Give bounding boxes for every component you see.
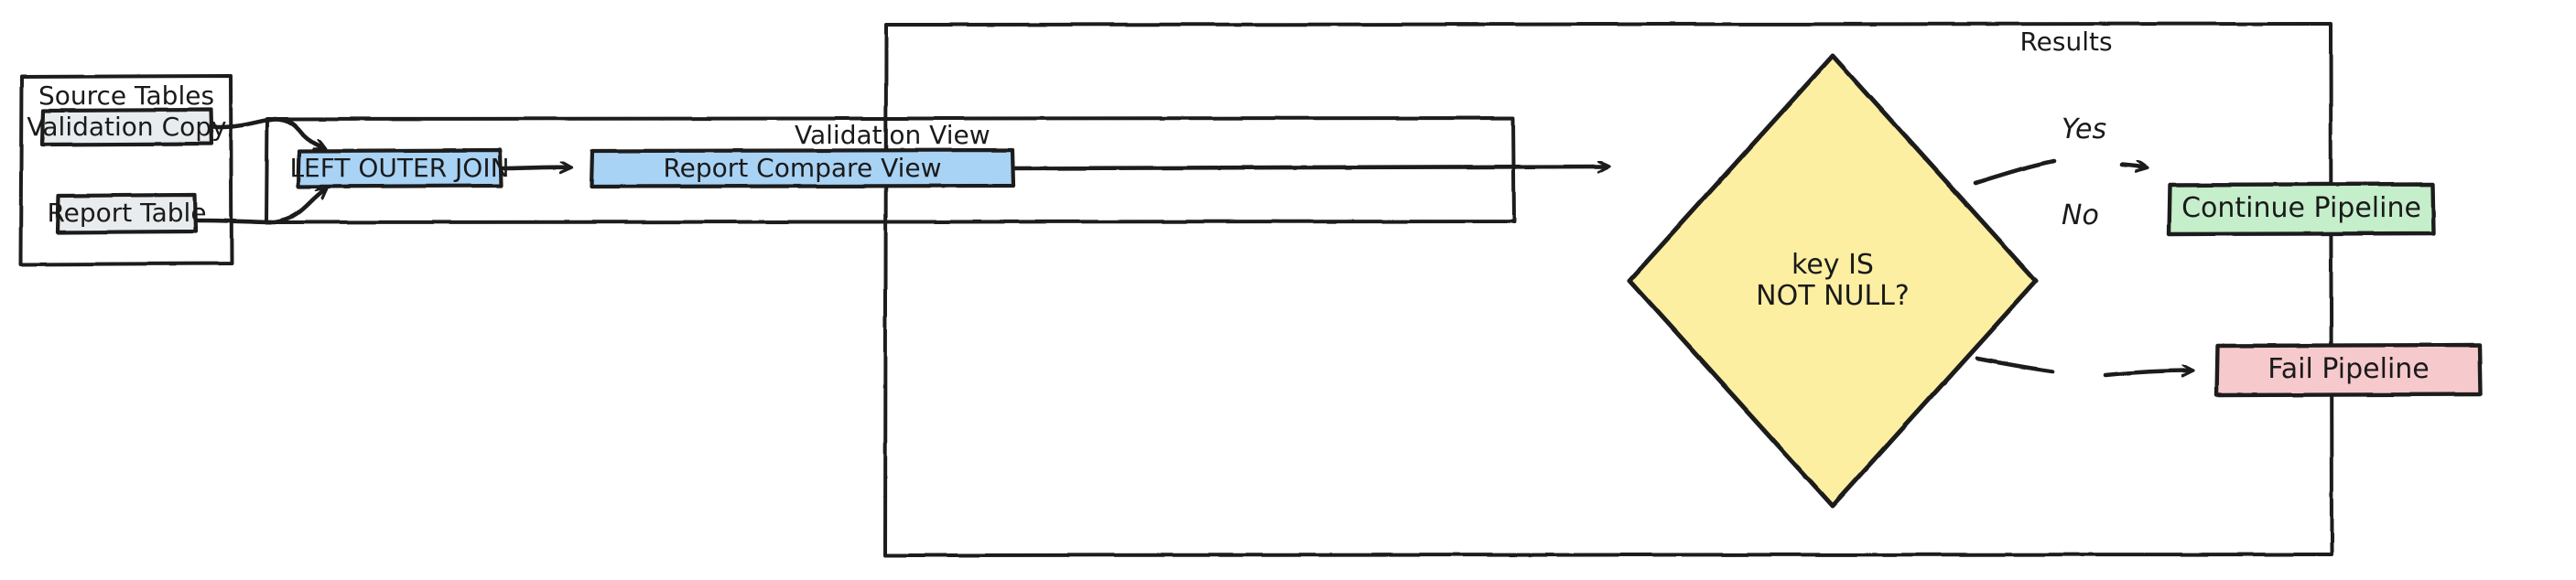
node-continue-pipeline[interactable] [2166,181,2437,237]
edge-join-to-compare-view [499,167,569,168]
edge-report-table-to-join [194,188,326,225]
edge-label-no: No [2062,199,2099,231]
edge-validation-copy-to-join [210,116,324,148]
node-report-compare-view[interactable] [589,147,1016,189]
container-validation-view [265,116,1516,224]
container-title-source-tables: Source Tables [38,81,215,111]
edge-no-to-fail [2103,371,2192,375]
edge-decision-no [1975,356,2055,374]
edge-decision-yes [1973,158,2057,186]
node-key-is-not-null-decision[interactable] [1627,53,2039,509]
node-left-outer-join[interactable] [296,147,503,189]
edge-label-yes: Yes [2062,113,2107,145]
container-title-results: Results [2019,27,2113,57]
edge-compare-view-to-decision [1012,166,1607,168]
container-results [883,22,2333,557]
container-title-validation-view: Validation View [795,120,990,150]
node-fail-pipeline[interactable] [2213,342,2484,398]
edge-yes-to-continue [2119,165,2146,167]
node-validation-copy[interactable] [39,107,214,147]
node-report-table[interactable] [55,192,199,235]
